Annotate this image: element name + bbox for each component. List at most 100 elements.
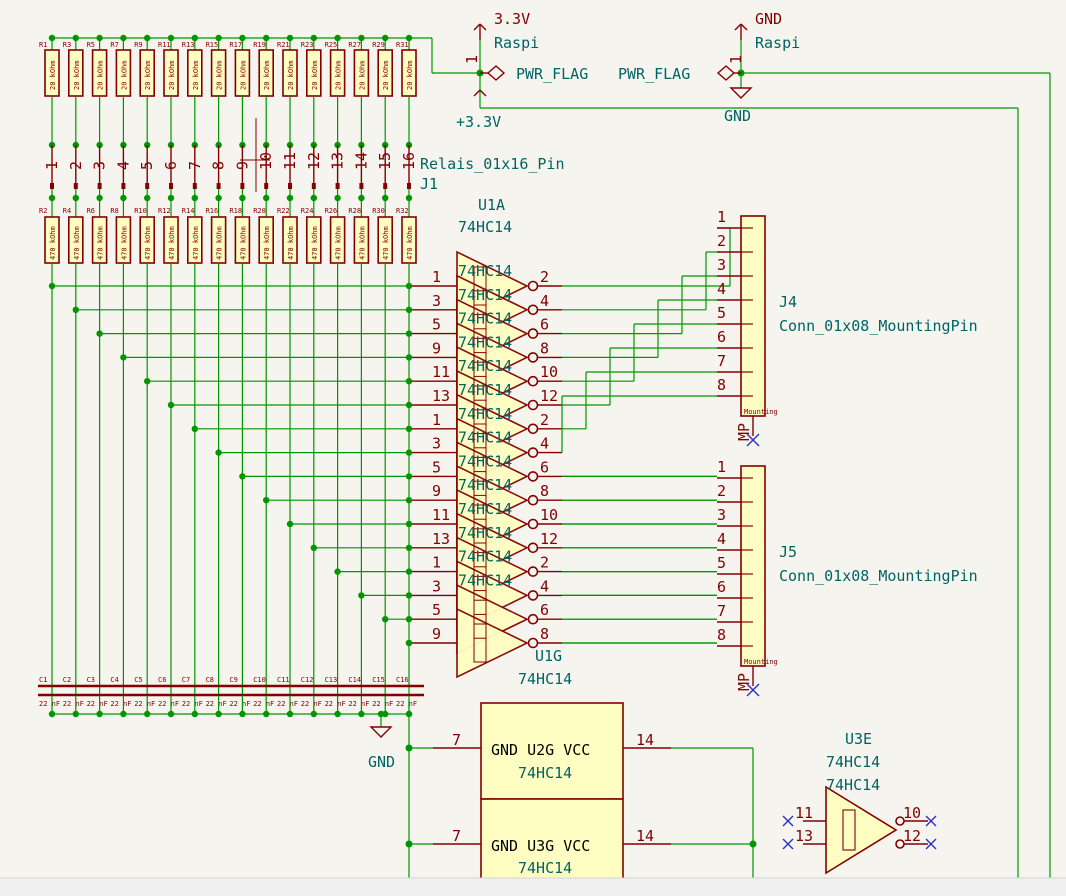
power-gnd-caps: GND: [368, 726, 395, 771]
capacitor-value: 22 nF: [158, 700, 179, 708]
j1-pin-marker: [216, 183, 221, 189]
junction: [120, 354, 127, 361]
resistor-ref-bottom: R26: [325, 207, 338, 215]
u1-overlap-value: 74HC14: [458, 357, 512, 375]
u1-input-pin: 1: [432, 411, 441, 429]
schmitt-symbol: [473, 575, 487, 615]
u1-overlap-value: 74HC14: [458, 405, 512, 423]
connector-pin-number: 6: [717, 328, 726, 346]
junction: [120, 194, 127, 202]
capacitor-ref: C9: [229, 676, 237, 684]
capacitor-value: 22 nF: [206, 700, 227, 708]
u1g-value: 74HC14: [518, 670, 572, 688]
junction: [405, 639, 413, 647]
resistor-ref-bottom: R22: [277, 207, 290, 215]
inverter-bubble: [527, 399, 539, 411]
junction: [263, 710, 270, 718]
resistor-value-top: 20 kOhm: [382, 60, 390, 90]
capacitor-ref: C4: [110, 676, 118, 684]
u1-input-pin: 9: [432, 482, 441, 500]
junction: [405, 473, 413, 480]
signal-wires: [48, 263, 413, 696]
resistor-ref-top: R21: [277, 41, 290, 49]
flag-pin-2: 1: [727, 55, 745, 64]
resistor-value-bottom: 470 kOhm: [144, 226, 152, 260]
resistor-value-bottom: 470 kOhm: [406, 226, 414, 260]
u1-overlap-value: 74HC14: [458, 524, 512, 542]
resistor-value-bottom: 470 kOhm: [239, 226, 247, 260]
u1-input-pin: 11: [432, 506, 450, 524]
junction: [405, 306, 413, 313]
connector-pin-number: 6: [717, 578, 726, 596]
schmitt-symbol: [473, 599, 487, 639]
j5-value: Conn_01x08_MountingPin: [779, 567, 978, 585]
u1-output-pin: 8: [540, 339, 549, 357]
u3e-value: 74HC14: [826, 753, 880, 771]
j1-pin-marker: [121, 183, 126, 189]
resistor-ref-top: R5: [87, 41, 95, 49]
u1-output-pin: 2: [540, 554, 549, 572]
capacitor-ref: C16: [396, 676, 409, 684]
j1-pin-number: 12: [305, 152, 323, 170]
capacitor-value: 22 nF: [182, 700, 203, 708]
junction: [405, 282, 413, 290]
u3e-out-12: 12: [903, 827, 921, 845]
junction: [191, 34, 198, 42]
junction: [358, 34, 365, 42]
junction: [310, 710, 317, 718]
capacitor-ref: C14: [348, 676, 361, 684]
junction: [191, 710, 198, 718]
u1-output-pin: 12: [540, 387, 558, 405]
u1-input-pin: 3: [432, 292, 441, 310]
resistor-ref-top: R11: [158, 41, 171, 49]
junction: [239, 34, 246, 42]
j1-pin-marker: [169, 183, 173, 189]
resistor-value-top: 20 kOhm: [311, 60, 319, 90]
junction: [286, 710, 294, 718]
capacitor-ref: C5: [134, 676, 142, 684]
j1-pin-marker: [192, 183, 197, 189]
junction: [358, 592, 365, 599]
capacitor-value: 22 nF: [301, 700, 322, 708]
capacitor-ref: C12: [301, 676, 314, 684]
j1-pin-number: 13: [329, 152, 347, 170]
junction: [96, 34, 103, 42]
resistor-ref-bottom: R24: [301, 207, 314, 215]
u1-output-pin: 6: [540, 458, 549, 476]
v33-bottom-label: +3.3V: [456, 113, 501, 131]
junction: [310, 544, 317, 551]
power-gnd-right: GND: [724, 87, 753, 125]
junction: [405, 194, 413, 202]
capacitor-ref: C10: [253, 676, 266, 684]
junction: [191, 194, 198, 202]
u1-input-pin: 1: [432, 554, 441, 572]
schmitt-symbol: [473, 504, 487, 544]
junction: [48, 282, 56, 290]
junction: [191, 425, 198, 432]
u1-input-pin: 9: [432, 625, 441, 643]
capacitor-value: 22 nF: [253, 700, 274, 708]
junction: [72, 710, 80, 718]
junction: [358, 194, 365, 202]
resistor-value-bottom: 470 kOhm: [358, 226, 366, 260]
j1-pin-marker: [407, 183, 411, 189]
connector-pin-number: 5: [717, 554, 726, 572]
connector-pin-number: 1: [717, 458, 726, 476]
capacitor-value: 22 nF: [372, 700, 393, 708]
u1-input-pin: 13: [432, 530, 450, 548]
resistor-ref-top: R7: [110, 41, 118, 49]
resistor-value-top: 20 kOhm: [335, 60, 343, 90]
connector-pin-number: 5: [717, 304, 726, 322]
u1-input-pin: 3: [432, 435, 441, 453]
resistor-ref-top: R17: [229, 41, 242, 49]
power-3v3-top: 3.3V Raspi: [473, 10, 539, 52]
j1-pin-number: 14: [352, 152, 370, 170]
resistor-value-bottom: 470 kOhm: [335, 226, 343, 260]
u1-output-pin: 8: [540, 625, 549, 643]
resistor-ref-top: R29: [372, 41, 385, 49]
junction: [334, 710, 341, 718]
inverter-bubble: [527, 471, 539, 482]
gnd-label-top: GND: [755, 10, 782, 28]
